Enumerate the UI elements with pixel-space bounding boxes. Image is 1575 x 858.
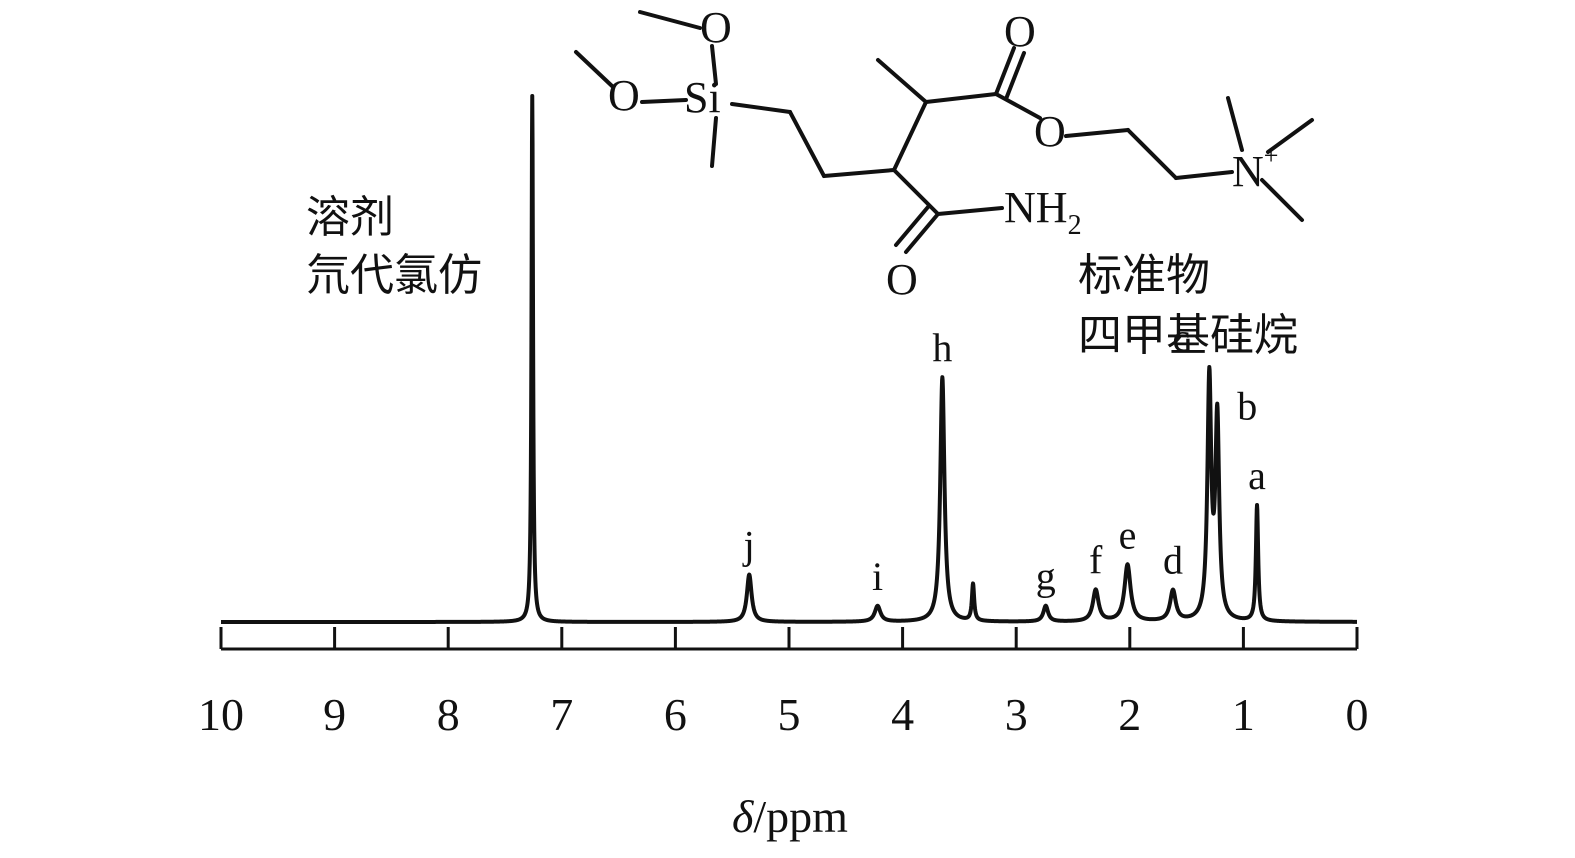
atom-n-plus: N+	[1232, 141, 1278, 196]
x-axis-ticks	[219, 627, 1359, 649]
peak-label-h: h	[932, 325, 952, 370]
structure-atom-labels: O O Si O O N+ NH2 O	[608, 3, 1278, 304]
x-tick-label: 3	[1005, 689, 1028, 740]
atom-nh2: NH2	[1004, 183, 1082, 241]
solvent-annotation-line-2: 氘代氯仿	[306, 250, 482, 301]
x-tick-label: 4	[891, 689, 914, 740]
bond	[710, 44, 718, 86]
peak-label-g: g	[1036, 554, 1056, 599]
bond	[892, 100, 928, 172]
solvent-annotation-line-1: 溶剂	[306, 192, 394, 243]
standard-annotation-line-2: 四甲基硅烷	[1078, 310, 1298, 361]
bond	[994, 92, 1042, 120]
peak-label-d: d	[1163, 538, 1183, 583]
bond	[730, 102, 792, 114]
bond	[710, 116, 718, 168]
bond	[822, 168, 896, 178]
bond	[924, 92, 998, 104]
bond	[1226, 96, 1244, 152]
chemical-structure	[574, 10, 1314, 254]
x-tick-label: 0	[1346, 689, 1369, 740]
bond	[1260, 178, 1304, 222]
standard-annotation-line-1: 标准物	[1078, 250, 1210, 301]
atom-o-top: O	[700, 3, 732, 52]
bond	[936, 206, 1004, 216]
peak-label-c: c	[1172, 315, 1190, 360]
x-axis-label-unit: /ppm	[753, 791, 848, 842]
bond	[788, 110, 826, 178]
peak-label-b: b	[1237, 384, 1257, 429]
atom-o-left: O	[608, 71, 640, 120]
bond	[574, 50, 614, 88]
bond	[892, 168, 940, 216]
bond	[640, 98, 688, 104]
x-tick-label: 5	[778, 689, 801, 740]
bond	[994, 46, 1016, 96]
x-tick-label: 7	[550, 689, 573, 740]
x-tick-label: 2	[1118, 689, 1141, 740]
bond	[904, 212, 940, 254]
atom-n-plus-charge: +	[1264, 141, 1279, 170]
atom-o-carbonyl-top: O	[1004, 7, 1036, 56]
x-tick-label: 6	[664, 689, 687, 740]
bond	[1266, 118, 1314, 154]
x-tick-label: 9	[323, 689, 346, 740]
bond	[1004, 51, 1026, 101]
peak-label-j: j	[742, 523, 755, 568]
atom-nh2-subscript: 2	[1068, 210, 1082, 241]
bond	[1174, 170, 1234, 180]
peak-label-a: a	[1248, 453, 1266, 498]
atom-si: Si	[684, 73, 721, 122]
x-tick-label: 10	[198, 689, 244, 740]
peak-label-i: i	[872, 554, 883, 599]
x-axis-label-italic: δ	[732, 791, 754, 842]
peak-label-f: f	[1089, 537, 1103, 582]
atom-o-carbonyl-bottom: O	[886, 255, 918, 304]
bond	[894, 205, 930, 247]
x-tick-label: 8	[437, 689, 460, 740]
x-axis-label: δ/ppm	[732, 791, 848, 842]
bond	[638, 10, 702, 30]
bond	[1064, 128, 1130, 138]
x-tick-label: 1	[1232, 689, 1255, 740]
atom-o-ester: O	[1034, 107, 1066, 156]
bond	[1126, 128, 1178, 180]
spectrum-line	[219, 94, 1359, 624]
peak-label-e: e	[1119, 512, 1137, 557]
bond	[876, 58, 928, 104]
